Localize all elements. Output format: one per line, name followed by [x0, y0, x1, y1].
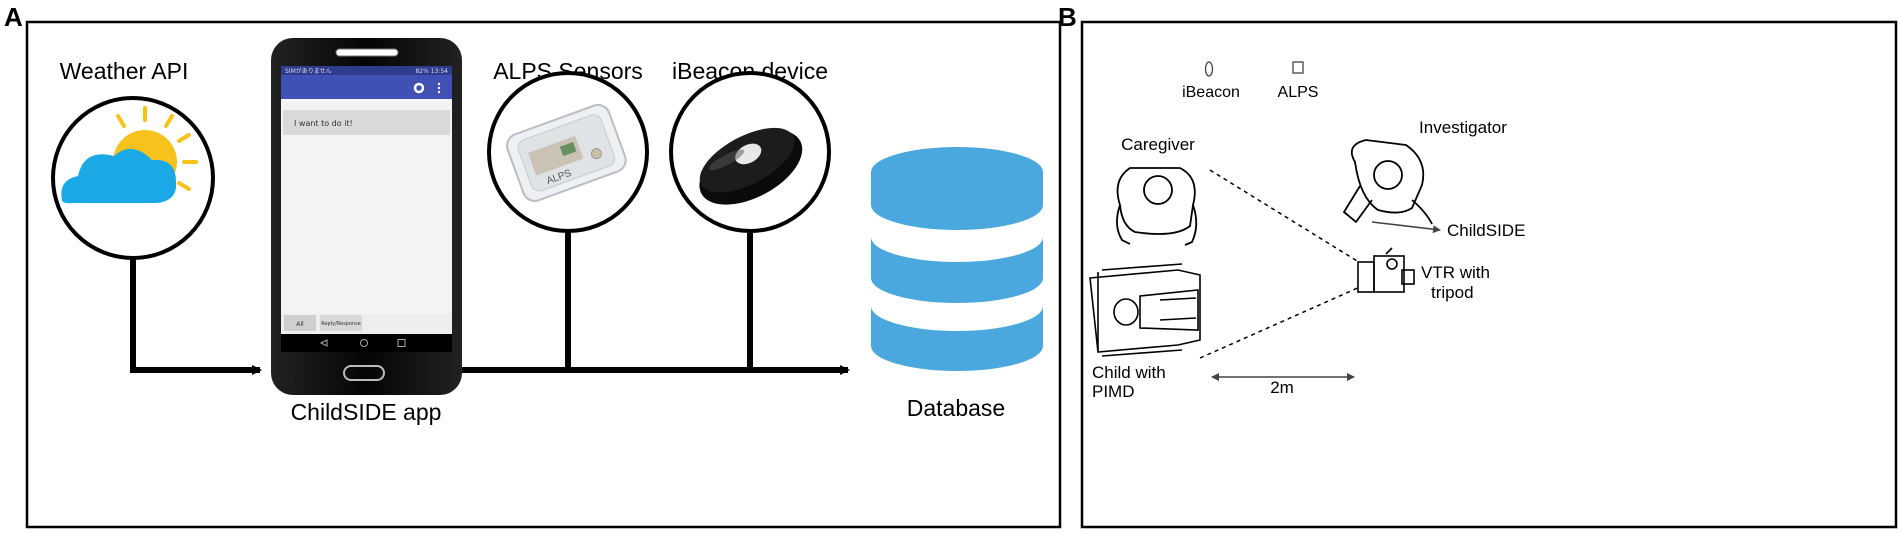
- overflow-menu-icon[interactable]: [437, 82, 441, 94]
- database-icon: [871, 147, 1043, 371]
- child-label-line2: PIMD: [1092, 382, 1135, 401]
- home-icon[interactable]: [360, 339, 368, 347]
- ibeacon-device-icon: [669, 71, 831, 233]
- panel-b-letter: B: [1058, 2, 1077, 32]
- distance-label: 2m: [1270, 378, 1294, 397]
- settings-gear-icon[interactable]: [413, 82, 425, 94]
- childside-pointer-arrow: [1371, 221, 1441, 234]
- android-nav-bar: [281, 334, 452, 352]
- panel-a-frame: [25, 20, 1062, 529]
- database-label: Database: [907, 395, 1005, 421]
- childside-label: ChildSIDE: [1447, 221, 1525, 240]
- tab-all[interactable]: [284, 315, 316, 331]
- back-icon[interactable]: [319, 339, 328, 347]
- legend-alps-label: ALPS: [1278, 84, 1319, 101]
- status-bar-left: SIMがありません: [285, 67, 332, 75]
- alps-sensor-icon: ALPS: [487, 71, 649, 233]
- panel-b-frame: [1080, 20, 1898, 529]
- phone-speaker: [335, 48, 399, 57]
- tab-all-label: All: [296, 321, 304, 328]
- child-label-line1: Child with: [1092, 363, 1166, 382]
- panel-a-letter: A: [4, 2, 23, 32]
- app-header-bar: [281, 75, 452, 99]
- ibeacon-legend-icon: [1204, 61, 1214, 77]
- tab-reply-response[interactable]: [320, 315, 362, 331]
- weather-api-label: Weather API: [60, 58, 189, 84]
- alps-legend-icon: [1292, 61, 1304, 74]
- camera-view-line-top: [1209, 169, 1363, 265]
- smartphone-mockup: SIMがありません 82% 13:54 I want to do it! All…: [271, 38, 462, 395]
- caregiver-figure: [1116, 167, 1198, 246]
- caregiver-label: Caregiver: [1121, 135, 1195, 154]
- investigator-figure: [1342, 139, 1433, 225]
- legend-ibeacon-label: iBeacon: [1182, 84, 1240, 101]
- investigator-label: Investigator: [1419, 118, 1507, 137]
- message-text: I want to do it!: [294, 119, 353, 128]
- childside-app-label: ChildSIDE app: [291, 399, 442, 425]
- vtr-camera-figure: [1357, 247, 1415, 293]
- camera-view-line-bottom: [1199, 285, 1363, 359]
- recents-icon[interactable]: [397, 339, 406, 347]
- weather-api-icon: [51, 96, 215, 260]
- phone-home-button: [343, 365, 385, 381]
- vtr-label-line2: tripod: [1431, 283, 1474, 302]
- child-wheelchair-figure: [1089, 263, 1201, 357]
- phone-status-bar: [281, 66, 452, 75]
- vtr-label-line1: VTR with: [1421, 263, 1490, 282]
- tab-reply-label: Reply/Response: [321, 321, 361, 327]
- message-card[interactable]: [283, 110, 450, 135]
- status-bar-right: 82% 13:54: [415, 68, 448, 75]
- weather-to-app-arrow: [130, 255, 262, 375]
